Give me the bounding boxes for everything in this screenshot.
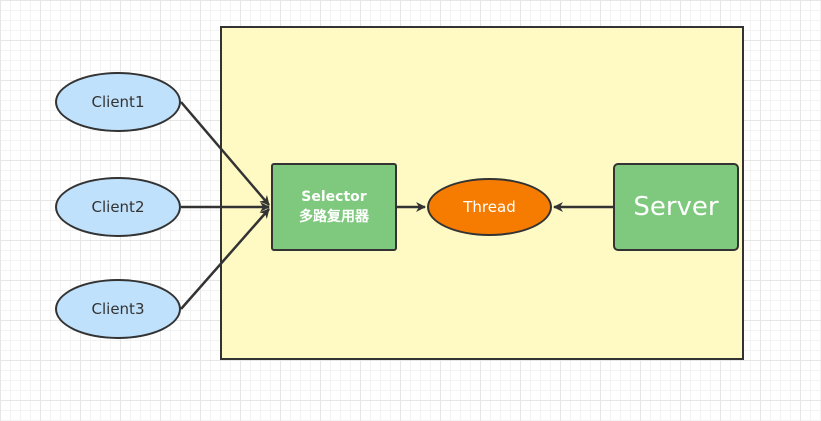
client3-node[interactable]: Client3 <box>55 279 181 339</box>
selector-sublabel: 多路复用器 <box>299 209 369 225</box>
client2-label: Client2 <box>91 198 145 216</box>
edge-client3-to-selector <box>180 208 270 310</box>
server-node[interactable]: Server <box>613 163 739 251</box>
client3-label: Client3 <box>91 300 145 318</box>
client2-node[interactable]: Client2 <box>55 177 181 237</box>
server-label: Server <box>633 192 719 222</box>
selector-label: Selector <box>301 189 367 205</box>
edge-client1-to-selector <box>180 101 270 206</box>
client1-node[interactable]: Client1 <box>55 72 181 132</box>
selector-node[interactable]: Selector 多路复用器 <box>271 163 397 251</box>
client1-label: Client1 <box>91 93 145 111</box>
thread-label: Thread <box>463 198 516 216</box>
thread-node[interactable]: Thread <box>427 178 552 236</box>
